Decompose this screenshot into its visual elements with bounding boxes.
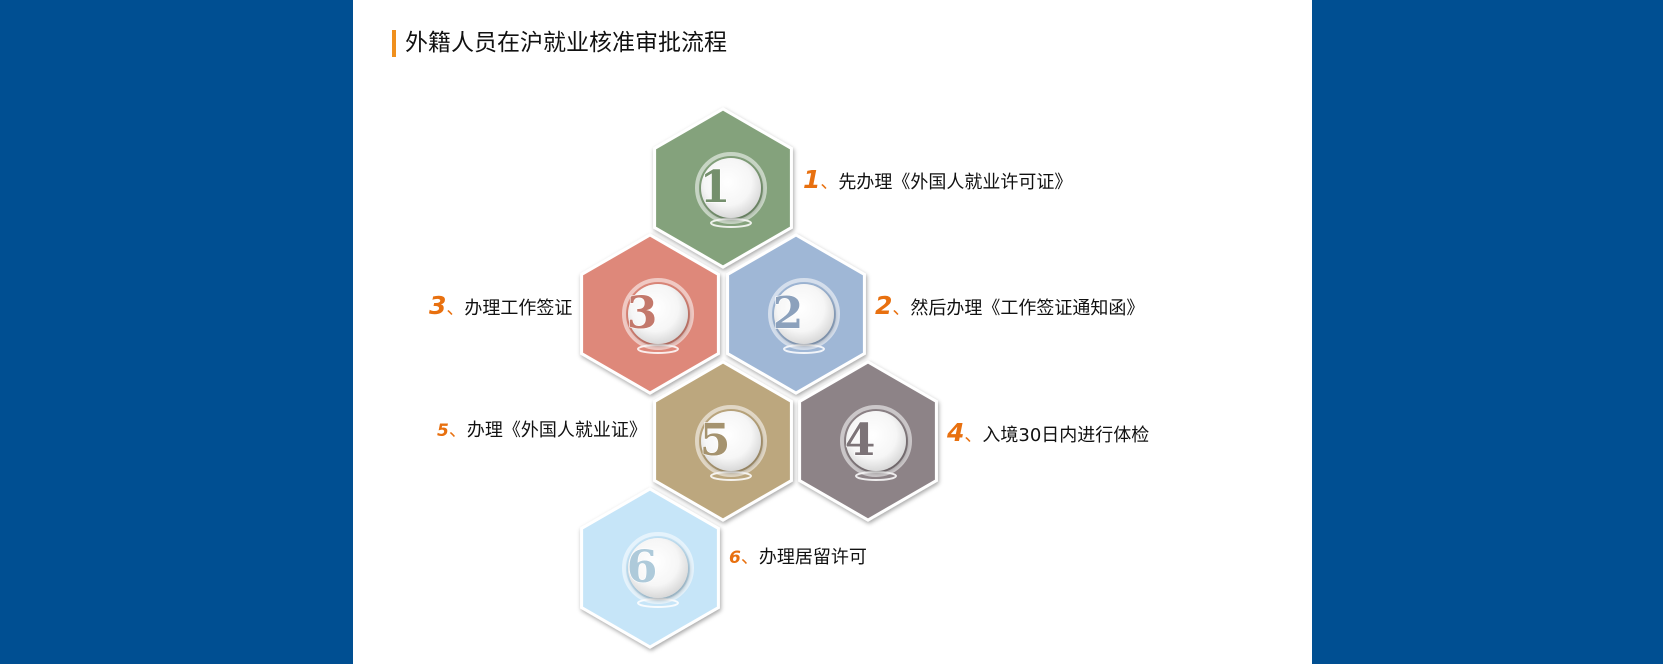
sphere-ring-4 xyxy=(840,405,912,477)
step-text-1: 先办理《外国人就业许可证》 xyxy=(838,172,1073,193)
hexagon-step-1: 1 xyxy=(653,107,793,269)
step-label-1: 1、先办理《外国人就业许可证》 xyxy=(803,165,1073,194)
step-label-6: 6、办理居留许可 xyxy=(729,547,867,568)
sphere-6 xyxy=(628,538,688,598)
hexagon-step-5: 5 xyxy=(653,360,793,522)
sphere-base-6 xyxy=(637,598,679,608)
hexagon-number-5: 5 xyxy=(700,415,731,466)
sphere-2 xyxy=(774,284,834,344)
step-text-2: 然后办理《工作签证通知函》 xyxy=(910,298,1145,319)
step-label-5: 5、办理《外国人就业证》 xyxy=(437,420,647,441)
hexagon-step-6: 6 xyxy=(580,487,720,649)
hexagon-step-2: 2 xyxy=(726,233,866,395)
sphere-1 xyxy=(701,158,761,218)
sphere-ring-2 xyxy=(768,278,840,350)
sphere-4 xyxy=(846,411,906,471)
step-number-2: 2 xyxy=(875,291,893,320)
step-label-2: 2、然后办理《工作签证通知函》 xyxy=(875,291,1145,320)
sphere-ring-5 xyxy=(695,405,767,477)
page-title: 外籍人员在沪就业核准审批流程 xyxy=(405,30,727,56)
step-number-5: 5 xyxy=(437,421,449,441)
sphere-base-3 xyxy=(637,344,679,354)
sphere-3 xyxy=(628,284,688,344)
hexagon-number-3: 3 xyxy=(627,288,658,339)
step-text-5: 办理《外国人就业证》 xyxy=(466,420,647,441)
title-accent-bar xyxy=(392,30,396,57)
sphere-ring-6 xyxy=(622,532,694,604)
step-label-3: 3、办理工作签证 xyxy=(429,291,573,320)
sphere-ring-1 xyxy=(695,152,767,224)
hexagon-number-6: 6 xyxy=(627,542,658,593)
step-number-4: 4 xyxy=(947,418,965,447)
step-text-4: 入境30日内进行体检 xyxy=(982,425,1150,446)
sphere-base-1 xyxy=(710,218,752,228)
sphere-ring-3 xyxy=(622,278,694,350)
step-label-4: 4、入境30日内进行体检 xyxy=(947,418,1150,447)
slide: 外籍人员在沪就业核准审批流程 1 2 3 4 5 6 1、先办理《外国人就业许可证》 2、… xyxy=(353,0,1312,664)
hexagon-number-2: 2 xyxy=(773,288,804,339)
step-text-3: 办理工作签证 xyxy=(464,298,573,319)
step-text-6: 办理居留许可 xyxy=(758,547,867,568)
sphere-base-5 xyxy=(710,471,752,481)
step-number-3: 3 xyxy=(429,291,447,320)
hexagon-step-4: 4 xyxy=(798,360,938,522)
sphere-base-4 xyxy=(855,471,897,481)
sphere-base-2 xyxy=(783,344,825,354)
step-number-6: 6 xyxy=(729,548,741,568)
hexagon-number-1: 1 xyxy=(700,162,731,213)
hexagon-number-4: 4 xyxy=(845,415,876,466)
hexagon-step-3: 3 xyxy=(580,233,720,395)
hexagon-flow-diagram: 1 2 3 4 5 6 xyxy=(580,107,938,649)
step-number-1: 1 xyxy=(803,165,821,194)
sphere-5 xyxy=(701,411,761,471)
